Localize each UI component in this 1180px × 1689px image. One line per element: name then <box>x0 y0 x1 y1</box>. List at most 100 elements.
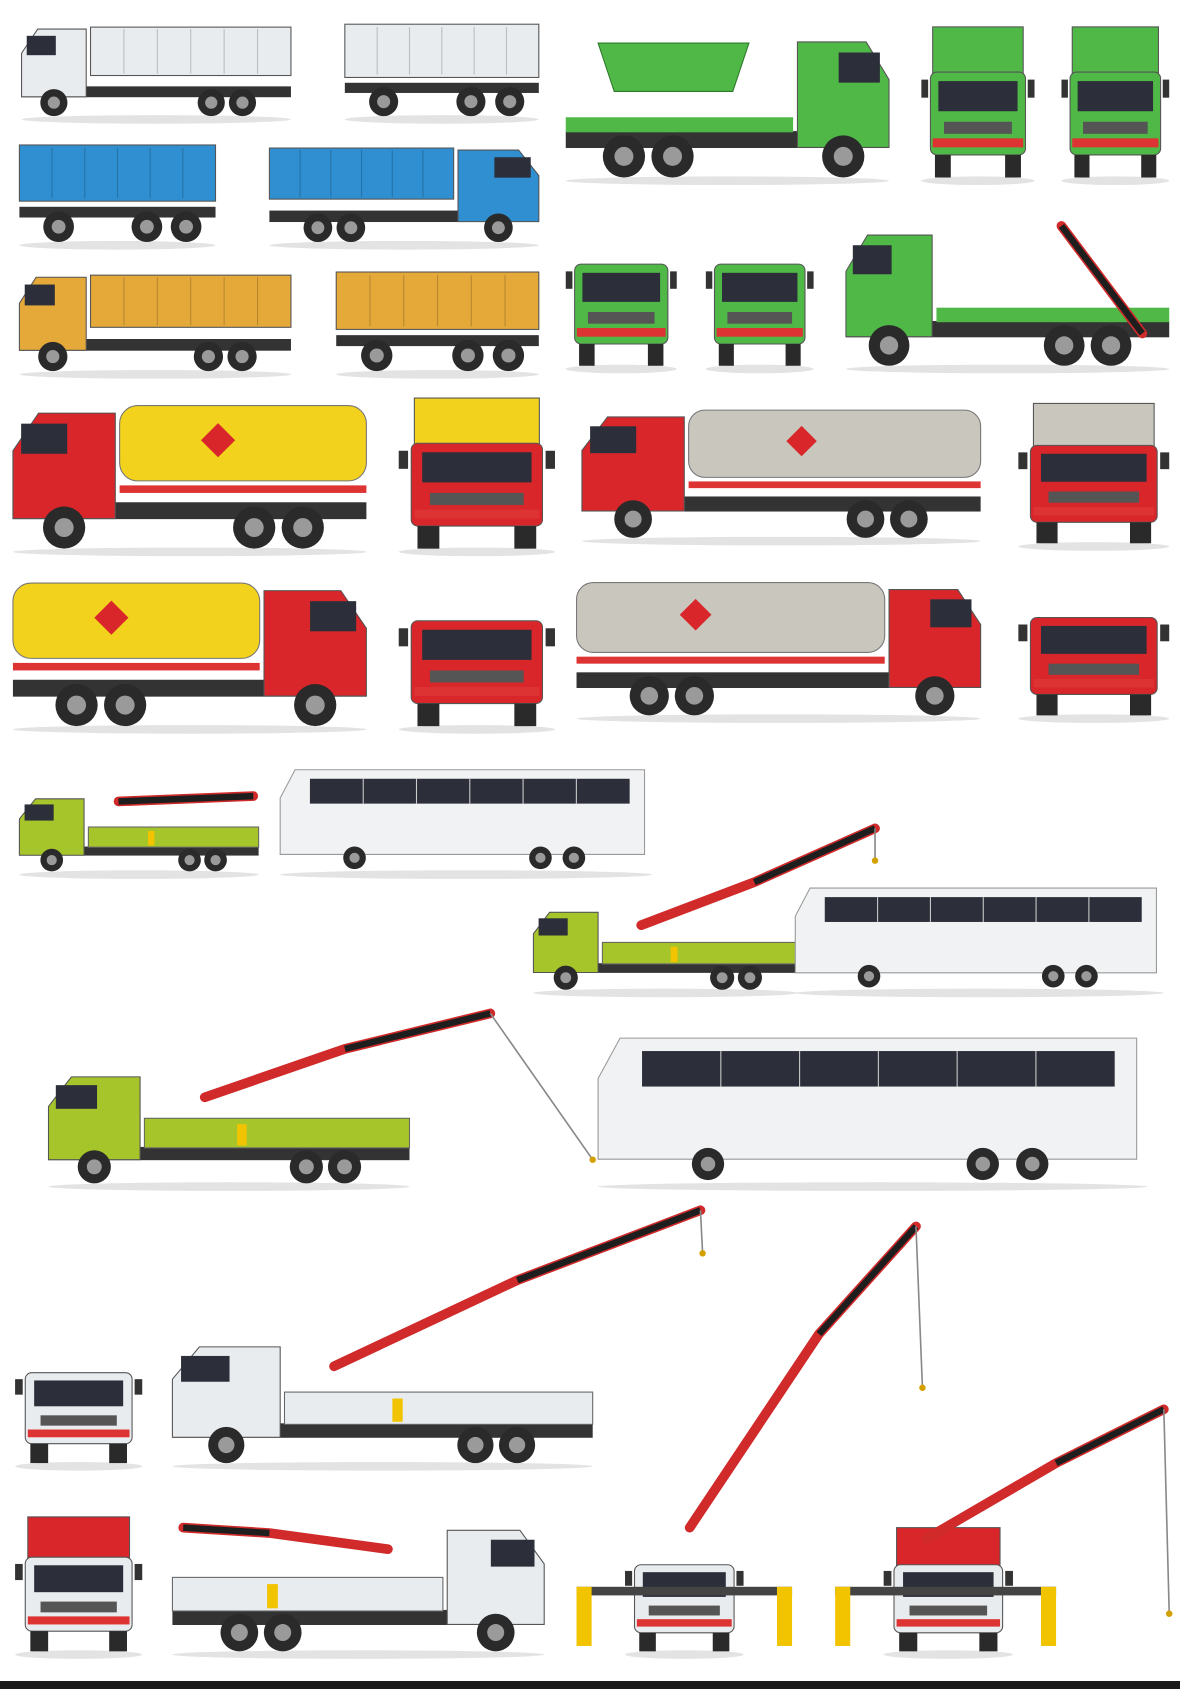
yellow-tanker-right <box>12 582 367 734</box>
tow-boom-large <box>199 1008 596 1163</box>
hook-cable <box>915 1226 924 1388</box>
bumper-stripe <box>414 687 540 697</box>
boom-extension <box>1058 223 1145 336</box>
skip-frame <box>565 117 794 133</box>
wheel-hub <box>54 518 74 538</box>
ground-shadow <box>398 547 555 557</box>
boom-extension <box>753 825 877 886</box>
tow-body <box>87 826 260 848</box>
tank-body <box>119 405 367 482</box>
wheel-hub <box>46 855 57 866</box>
wheel <box>30 1631 49 1652</box>
yellow-dump-trailer <box>335 271 540 379</box>
boom-extension <box>118 792 254 805</box>
ground-shadow <box>398 725 555 734</box>
ground-shadow <box>565 176 890 186</box>
cab-window <box>590 426 637 454</box>
grille <box>40 1601 117 1613</box>
wheel <box>514 703 537 727</box>
ground-shadow <box>336 370 539 379</box>
hazard-stripe <box>12 662 260 671</box>
ground-shadow <box>21 115 291 124</box>
windshield <box>34 1565 124 1593</box>
cab-window <box>24 284 55 306</box>
mirror-right <box>134 1563 143 1581</box>
green-skip-rear <box>1061 26 1170 186</box>
ground-shadow <box>565 364 677 374</box>
wheel-hub <box>298 1159 314 1175</box>
mirror-left <box>625 1570 633 1586</box>
cab-window <box>310 601 357 632</box>
wheel-hub <box>487 1624 505 1641</box>
mirror-right <box>670 271 677 289</box>
outrigger-beam <box>835 1586 1057 1596</box>
grille <box>40 1415 117 1426</box>
wheel <box>1036 694 1058 716</box>
white-tow-rear <box>15 1516 143 1659</box>
mirror-left <box>1018 452 1028 470</box>
bumper-stripe <box>27 1429 130 1438</box>
wheel-hub <box>460 348 475 363</box>
wheel-hub <box>67 695 87 715</box>
windshield <box>1077 81 1154 112</box>
white-tow-truck <box>171 1346 594 1471</box>
mirror-left <box>1018 624 1028 642</box>
windshield <box>938 81 1018 112</box>
grille <box>1048 663 1140 675</box>
wheel-hub <box>975 1156 991 1172</box>
wheel-hub <box>47 96 60 109</box>
wheel-hub <box>337 1159 352 1175</box>
outrigger-leg <box>1040 1586 1057 1646</box>
wheel <box>712 1632 730 1652</box>
green-skip-loader-loaded <box>565 41 890 186</box>
mirror-left <box>15 1379 23 1395</box>
ground-shadow <box>795 988 1164 998</box>
wheel <box>1074 154 1090 178</box>
wheel-hub <box>184 855 195 866</box>
mirror-right <box>807 271 814 289</box>
wheel-hub <box>508 1436 526 1454</box>
wheel-hub <box>349 852 360 863</box>
wheel-hub <box>244 518 264 538</box>
outrigger-leg <box>776 1586 793 1646</box>
wheel-hub <box>700 1156 716 1172</box>
bumper-stripe <box>716 328 803 337</box>
mirror-right <box>1005 1570 1013 1586</box>
skip-arm <box>1056 221 1148 339</box>
bus-large <box>597 1037 1148 1191</box>
cab-window <box>21 423 68 454</box>
trailer-body <box>335 271 540 330</box>
wheel <box>718 343 734 366</box>
bumper-stripe <box>896 1619 1001 1627</box>
tank-body <box>12 582 261 659</box>
wheel-hub <box>218 1436 235 1454</box>
wheel-hub <box>863 971 875 982</box>
tow-boom-small <box>113 791 259 807</box>
hazard-panel <box>267 1584 278 1609</box>
mirror-left <box>15 1563 23 1581</box>
blue-dump-truck <box>268 147 540 250</box>
ground-shadow <box>625 1650 744 1659</box>
wheel-hub <box>640 687 659 705</box>
hazard-panel <box>392 1398 403 1422</box>
wheel <box>514 526 537 549</box>
green-skip-front-2 <box>565 263 677 374</box>
yellow-dump-truck <box>18 274 292 379</box>
ground-shadow <box>48 1182 410 1191</box>
cab-window <box>538 918 568 936</box>
chassis <box>576 672 981 688</box>
wheel-hub <box>535 852 546 863</box>
tow-body <box>283 1391 594 1425</box>
ground-shadow <box>172 1650 545 1659</box>
wheel <box>417 526 440 549</box>
hook-cable <box>1163 1409 1171 1614</box>
grille <box>909 1605 988 1616</box>
bumper-stripe <box>414 509 540 519</box>
cab-window <box>26 35 56 56</box>
ground-shadow <box>921 176 1035 186</box>
ground-shadow <box>1018 542 1170 551</box>
bumper-stripe <box>1033 679 1155 688</box>
grille <box>429 670 524 683</box>
chassis <box>19 339 291 351</box>
